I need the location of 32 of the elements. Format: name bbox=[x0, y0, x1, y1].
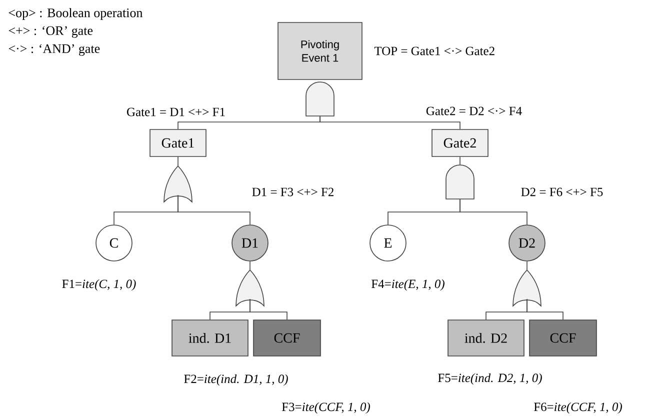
connector-line bbox=[526, 298, 564, 320]
equation-text: Gate1 = D1 <+> F1 bbox=[127, 108, 225, 116]
equation-text: D2 = F6 <+> F5 bbox=[521, 188, 603, 196]
connector-line bbox=[320, 116, 460, 130]
event-box: Pivoting Event 1 bbox=[278, 22, 362, 80]
equation-text: D1 = F3 <+> F2 bbox=[252, 188, 334, 196]
event-box: CCF bbox=[529, 320, 597, 356]
equation-text: TOP = Gate1 <·> Gate2 bbox=[374, 46, 494, 56]
connector-line bbox=[250, 298, 288, 320]
legend-text: <+> : ‘OR’ gate bbox=[8, 26, 93, 38]
event-box: ind. D1 bbox=[172, 320, 248, 356]
equation-text: F3=ite(CCF, 1, 0) bbox=[282, 402, 370, 414]
event-box: ind. D2 bbox=[448, 320, 524, 356]
or-gate bbox=[512, 270, 542, 306]
equation-text: F2=ite(ind. D1, 1, 0) bbox=[184, 374, 288, 386]
equation-text: F4=ite(E, 1, 0) bbox=[372, 279, 444, 291]
and-gate bbox=[446, 164, 474, 200]
event-box: Gate1 bbox=[150, 129, 206, 157]
event-box: CCF bbox=[253, 320, 321, 356]
or-gate bbox=[236, 270, 264, 306]
or-gate bbox=[164, 166, 192, 202]
connector-line bbox=[178, 194, 250, 225]
event-box: Gate2 bbox=[432, 129, 488, 157]
and-gate bbox=[306, 82, 334, 116]
connector-line bbox=[460, 198, 528, 225]
equation-text: F6=ite(CCF, 1, 0) bbox=[534, 402, 622, 414]
connector-line bbox=[526, 261, 528, 270]
legend-text: <op> : Boolean operation bbox=[8, 8, 143, 20]
equation-text: F1=ite(C, 1, 0) bbox=[62, 279, 136, 291]
equation-text: F5=ite(ind. D2, 1, 0) bbox=[438, 373, 542, 385]
legend-text: <·> : ‘AND’ gate bbox=[8, 44, 100, 56]
equation-text: Gate2 = D2 <·> F4 bbox=[426, 106, 522, 116]
